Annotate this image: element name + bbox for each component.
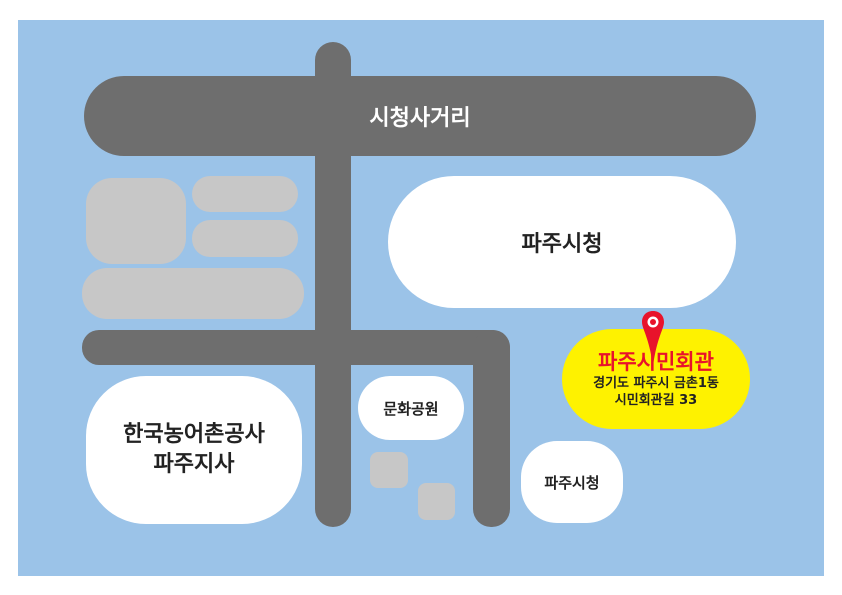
city-block — [418, 483, 455, 520]
pin-body — [642, 311, 664, 366]
building-label: 파주시청 — [521, 232, 603, 257]
city-block — [370, 452, 408, 488]
building-culture-park[interactable]: 문화공원 — [358, 376, 464, 440]
road-label-city-hall-intersection: 시청사거리 — [369, 106, 471, 131]
horizontal-road-lower — [82, 330, 510, 365]
map-pin-icon[interactable] — [641, 311, 665, 367]
building-label-line1: 한국농어촌공사 — [123, 422, 265, 447]
building-paju-city-hall-large[interactable]: 파주시청 — [388, 176, 736, 308]
city-block — [192, 220, 298, 257]
vertical-road-right — [473, 330, 510, 527]
building-krc-paju-branch[interactable]: 한국농어촌공사 파주지사 — [86, 376, 302, 524]
map-canvas: 시청사거리 파주시청 한국농어촌공사 파주지사 문화공원 파주시청 파주시민회관… — [18, 20, 824, 576]
pin-dot — [650, 319, 656, 325]
destination-address-line1: 경기도 파주시 금촌1동 — [593, 376, 719, 391]
city-hall-intersection-road — [84, 76, 756, 156]
city-block — [192, 176, 298, 212]
building-label: 파주시청 — [544, 473, 600, 492]
building-paju-city-hall-small[interactable]: 파주시청 — [521, 441, 623, 523]
destination-name: 파주시민회관 — [598, 350, 714, 374]
building-label: 문화공원 — [383, 399, 439, 418]
destination-address-line2: 시민회관길 33 — [614, 393, 698, 408]
building-label-line2: 파주지사 — [153, 452, 235, 477]
city-block — [82, 268, 304, 319]
city-block — [86, 178, 186, 264]
destination-card[interactable]: 파주시민회관 경기도 파주시 금촌1동 시민회관길 33 — [562, 329, 750, 429]
